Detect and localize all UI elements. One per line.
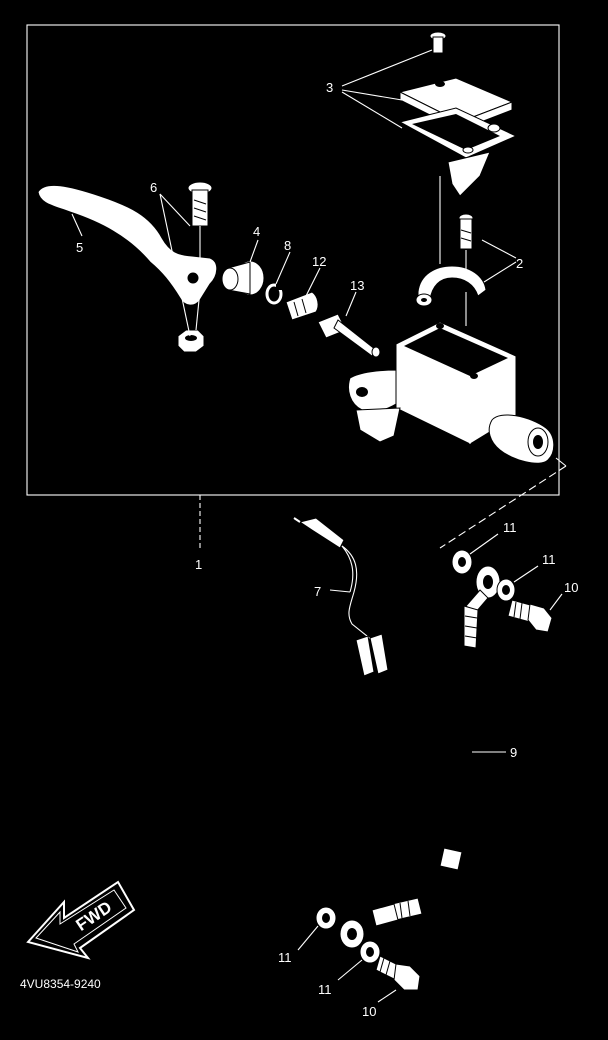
fwd-arrow-icon: FWD (26, 880, 136, 960)
washer-bottom-right (337, 940, 381, 981)
washer-top-left (451, 533, 499, 575)
callout-10-bottom: 10 (362, 1004, 376, 1019)
piston-kit (317, 313, 381, 358)
union-bolt-top (507, 593, 563, 633)
lever-nut (177, 329, 205, 353)
callout-11-bottom-left: 11 (278, 950, 292, 965)
callout-11-bottom-right: 11 (318, 982, 332, 997)
callout-5: 5 (76, 240, 83, 255)
spring (285, 291, 319, 321)
brake-hose (339, 565, 506, 949)
callout-8: 8 (284, 238, 291, 253)
callout-3: 3 (326, 80, 333, 95)
callout-6: 6 (150, 180, 157, 195)
washer-bottom-left (297, 906, 337, 951)
pivot-bolt (187, 181, 213, 227)
callout-12: 12 (312, 254, 326, 269)
callout-1: 1 (195, 557, 202, 572)
circlip (265, 282, 283, 305)
callout-9: 9 (510, 745, 517, 760)
washer-top-right (496, 565, 539, 602)
callout-13: 13 (350, 278, 364, 293)
master-cylinder-body (348, 321, 555, 464)
callout-4: 4 (253, 224, 260, 239)
clamp-holder (415, 265, 487, 307)
callout-2: 2 (516, 256, 523, 271)
leader-lines (71, 49, 567, 549)
brake-switch (293, 517, 389, 677)
callout-11-top-right: 11 (542, 552, 556, 567)
diaphragm (398, 107, 518, 197)
callout-10-top: 10 (564, 580, 578, 595)
diagram-part-number: 4VU8354-9240 (20, 977, 101, 991)
union-bolt-bottom (375, 955, 421, 1003)
clamp-bolt (458, 213, 474, 250)
callout-11-top-left: 11 (503, 520, 517, 535)
boot-seal (221, 260, 265, 296)
callout-7: 7 (314, 584, 321, 599)
brake-lever (37, 184, 218, 306)
assembly-frame (26, 24, 560, 496)
reservoir-screw (429, 31, 447, 54)
